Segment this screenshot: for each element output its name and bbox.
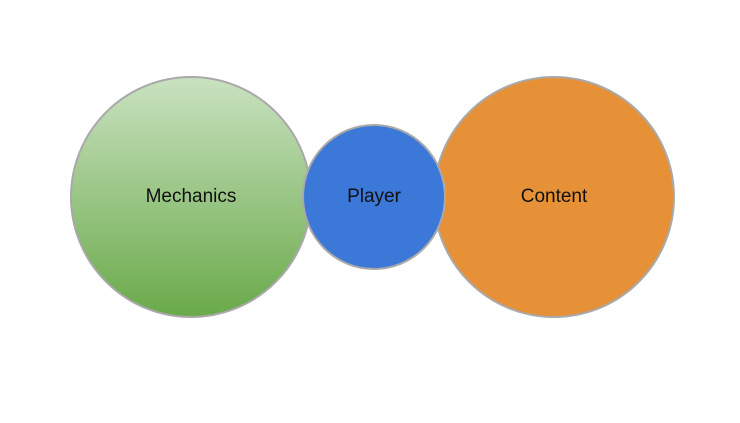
player-label: Player [347,186,401,207]
mechanics-circle: Mechanics [70,76,312,318]
player-circle: Player [302,124,446,270]
mechanics-label: Mechanics [145,186,237,207]
content-label: Content [520,186,588,207]
content-circle: Content [433,76,675,318]
